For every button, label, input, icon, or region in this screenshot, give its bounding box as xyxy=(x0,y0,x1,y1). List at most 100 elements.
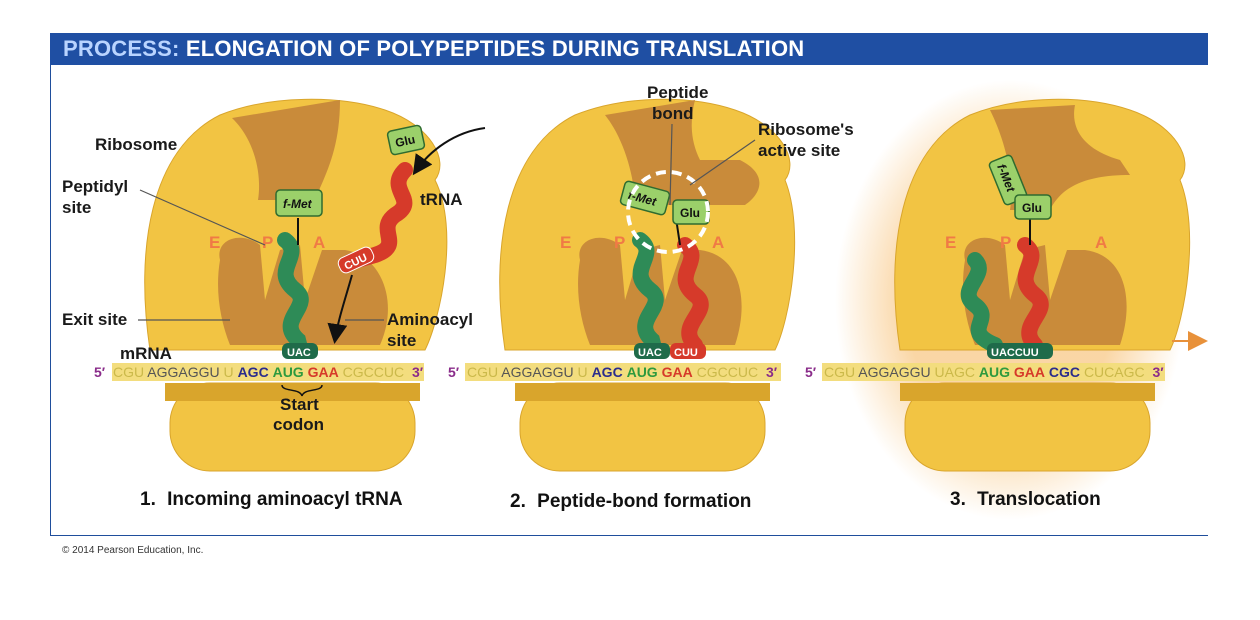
trna-p-site xyxy=(277,232,309,356)
caption-2-text: Peptide-bond formation xyxy=(537,491,751,512)
mrna-5prime: 5′ xyxy=(448,364,460,380)
site-a: A xyxy=(313,233,325,252)
caption-2: 2. Peptide-bond formation xyxy=(510,491,751,512)
caption-3: 3. Translocation xyxy=(950,489,1101,510)
mrna-seg-tail: CUCAGC xyxy=(1084,364,1145,380)
descent-arrow xyxy=(327,274,353,344)
site-a: A xyxy=(712,233,724,252)
label-active-2: active site xyxy=(758,141,840,160)
glu-tag xyxy=(1014,194,1052,220)
mrna-sequence: 5′ CGU AGGAGGU U AGC AUG GAA CGCCUC 3′ xyxy=(94,364,424,380)
label-ribosome: Ribosome xyxy=(95,135,177,154)
panel-1: E P A f-Met UAC Glu CUU Ribosome Peptidy… xyxy=(62,98,486,510)
small-subunit-top xyxy=(515,383,770,401)
anticodon-uaccuu-label: UACCUU xyxy=(991,347,1039,359)
site-p: P xyxy=(614,233,625,252)
label-trna: tRNA xyxy=(420,190,463,209)
caption-2-number: 2. xyxy=(510,491,526,512)
caption-1: 1. Incoming aminoacyl tRNA xyxy=(140,489,403,510)
mrna-seg-shine: AGGAGGU xyxy=(858,364,930,380)
small-subunit-top xyxy=(165,383,420,401)
mrna-3prime: 3′ xyxy=(412,364,424,380)
mrna-seg-cgu: CGU xyxy=(824,364,855,380)
small-subunit-top xyxy=(900,383,1155,401)
mrna-seg-aug: AUG xyxy=(627,364,658,380)
ribosome-channel xyxy=(990,105,1130,210)
banner-title: ELONGATION OF POLYPEPTIDES DURING TRANSL… xyxy=(185,36,805,61)
label-start-2: codon xyxy=(273,415,324,434)
caption-1-number: 1. xyxy=(140,489,156,510)
mrna-seg-cgc: CGC xyxy=(1049,364,1080,380)
caption-1-text: Incoming aminoacyl tRNA xyxy=(167,489,403,510)
mrna-3prime: 3′ xyxy=(1153,364,1165,380)
trna-a-site xyxy=(677,237,709,353)
site-p: P xyxy=(262,233,273,252)
mrna-5prime: 5′ xyxy=(94,364,106,380)
label-start-1: Start xyxy=(280,395,319,414)
mrna-seg-u: U xyxy=(578,364,588,380)
anticodon-cuu xyxy=(337,246,375,274)
anticodon-uac xyxy=(634,343,670,359)
label-peptidyl-1: Peptidyl xyxy=(62,177,128,196)
mrna-seg-gaa: GAA xyxy=(1014,364,1045,380)
label-exit-site: Exit site xyxy=(62,310,127,329)
active-site-circle xyxy=(626,170,710,254)
mrna-band xyxy=(822,363,1165,381)
label-peptide-2: bond xyxy=(652,104,694,123)
mrna-seg-agc: AGC xyxy=(238,364,269,380)
caption-3-number: 3. xyxy=(950,489,966,510)
label-peptidyl-2: site xyxy=(62,198,91,217)
trna-p-site xyxy=(632,232,664,356)
mrna-seg-u: U xyxy=(224,364,234,380)
mrna-seg-cgu: CGU xyxy=(113,364,144,380)
mrna-seg-gaa: GAA xyxy=(308,364,339,380)
trna-p-site xyxy=(1017,237,1049,353)
mrna-seg-cgu: CGU xyxy=(467,364,498,380)
mrna-band xyxy=(112,363,424,381)
fmet-label: f-Met xyxy=(283,197,313,211)
incoming-arrow xyxy=(412,127,486,176)
mrna-seg-aug: AUG xyxy=(273,364,304,380)
site-e: E xyxy=(945,233,956,252)
site-e: E xyxy=(560,233,571,252)
mrna-sequence: 5′ CGU AGGAGGU U AGC AUG GAA CGCCUC 3′ xyxy=(448,364,778,380)
mrna-seg-tail: CGCCUC xyxy=(697,364,758,380)
label-mrna: mRNA xyxy=(120,344,172,363)
figure-banner: PROCESS: ELONGATION OF POLYPEPTIDES DURI… xyxy=(50,33,1208,65)
site-p: P xyxy=(1000,233,1011,252)
banner-prefix: PROCESS: xyxy=(63,36,180,61)
mrna-seg-shine: AGGAGGU xyxy=(501,364,573,380)
glu-tag xyxy=(386,124,426,156)
panel-2: E P A f-Met Glu UAC CUU Peptide bond Rib… xyxy=(448,83,854,512)
figure-frame xyxy=(50,33,1208,536)
mrna-seg-tail: CGCCUC xyxy=(343,364,404,380)
fmet-tag xyxy=(275,189,323,217)
copyright-notice: © 2014 Pearson Education, Inc. xyxy=(62,545,204,556)
label-aminoacyl-2: site xyxy=(387,331,416,350)
anticodon-uaccuu xyxy=(987,343,1053,359)
mrna-band xyxy=(465,363,781,381)
mrna-seg-shine: AGGAGGU xyxy=(147,364,219,380)
anticodon-cuu xyxy=(670,343,706,359)
glu-label: Glu xyxy=(1022,201,1042,215)
glu-label: Glu xyxy=(394,132,416,150)
label-active-1: Ribosome's xyxy=(758,120,854,139)
site-a: A xyxy=(1095,233,1107,252)
label-aminoacyl-1: Aminoacyl xyxy=(387,310,473,329)
mrna-sequence: 5′ CGU AGGAGGU UAGC AUG GAA CGC CUCAGC 3… xyxy=(805,364,1164,380)
ribosome-cavity xyxy=(963,237,1127,345)
mrna-seg-aug: AUG xyxy=(979,364,1010,380)
glu-label: Glu xyxy=(680,206,700,220)
mrna-seg-agc: AGC xyxy=(592,364,623,380)
trna-incoming xyxy=(342,162,413,270)
mrna-5prime: 5′ xyxy=(805,364,817,380)
label-peptide-1: Peptide xyxy=(647,83,708,102)
peptide-leader xyxy=(669,123,673,206)
mrna-seg-uagc: UAGC xyxy=(935,364,975,380)
panel-3: E P A f-Met Glu UACCUU 5′ CGU AGGAGGU UA… xyxy=(805,80,1208,520)
active-leader xyxy=(689,139,756,186)
site-e: E xyxy=(209,233,220,252)
anticodon-uac-label: UAC xyxy=(287,347,311,359)
anticodon-cuu-label: CUU xyxy=(674,347,698,359)
